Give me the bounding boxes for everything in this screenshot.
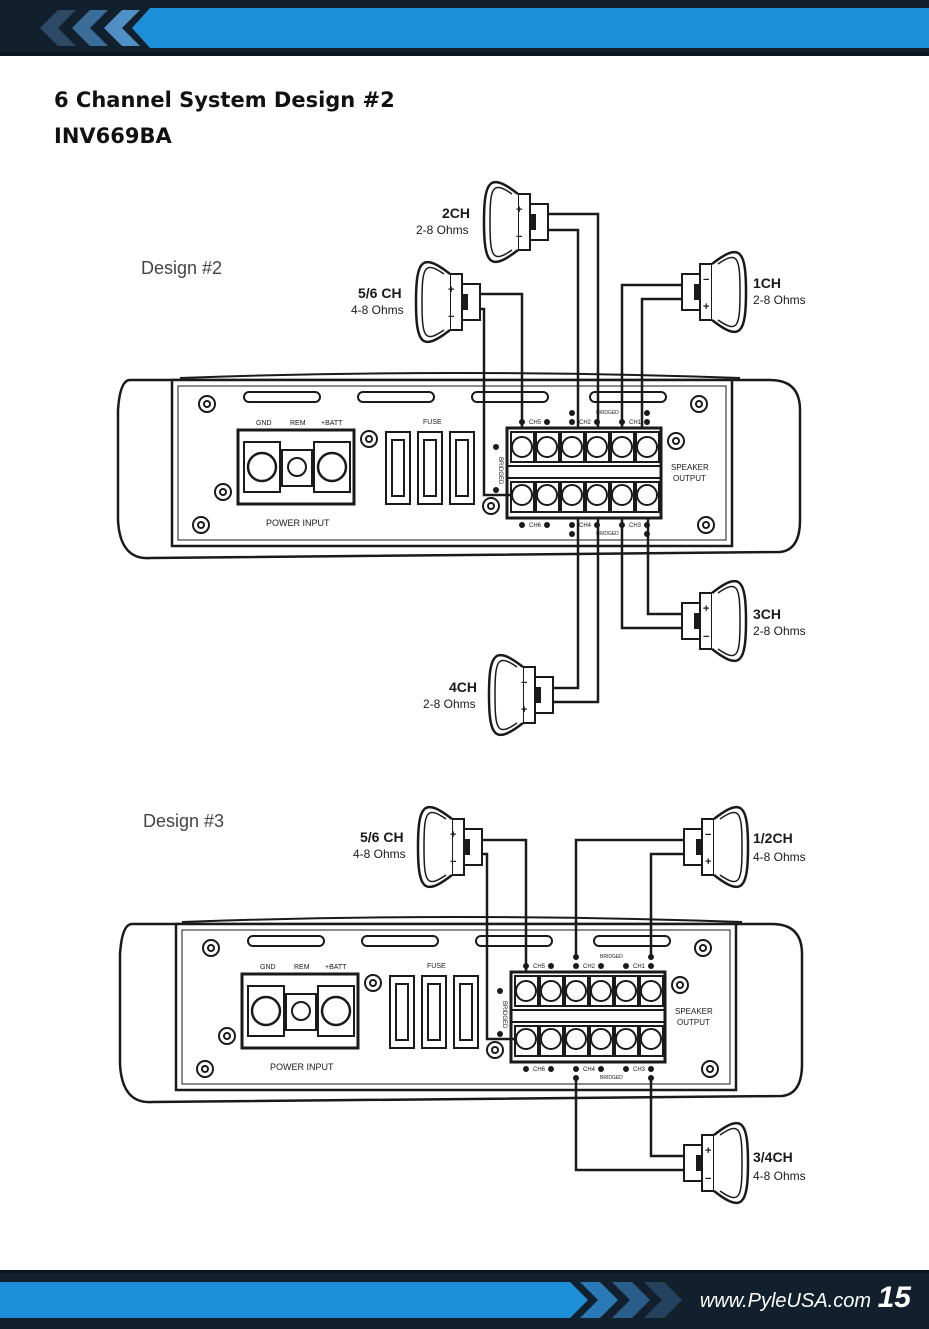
speaker-output-label-2: OUTPUT xyxy=(673,474,706,483)
amplifier: GND REM +BATT POWER INPUT FUSE BRIDGED xyxy=(118,916,804,1104)
plus-icon: + xyxy=(705,1145,711,1157)
ch5-label: CH5 xyxy=(533,964,546,970)
speaker-34ch: + − 3/4CH 4-8 Ohms xyxy=(682,1121,806,1205)
bridged-top-label: BRIDGED xyxy=(596,410,619,416)
page-title: 6 Channel System Design #2 xyxy=(54,88,395,112)
speaker-1ch: − + 1CH 2-8 Ohms xyxy=(680,250,806,334)
minus-icon: − xyxy=(703,631,709,643)
speaker-34ch-ohms: 4-8 Ohms xyxy=(753,1169,806,1183)
amplifier: GND REM +BATT POWER INPUT FUSE BRIDGED xyxy=(116,372,802,560)
speaker-4ch: − + 4CH 2-8 Ohms xyxy=(423,653,555,737)
speaker-56ch-name: 5/6 CH xyxy=(358,285,402,301)
speaker-output-label-2: OUTPUT xyxy=(677,1018,710,1027)
ch2-label: CH2 xyxy=(579,420,592,426)
design-2-diagram: Design #2 GND REM +BATT xyxy=(116,180,806,737)
design-label: Design #3 xyxy=(143,811,224,831)
minus-icon: − xyxy=(703,274,709,286)
speaker-1ch-ohms: 2-8 Ohms xyxy=(753,293,806,307)
speaker-3ch-name: 3CH xyxy=(753,606,781,622)
speaker-56ch: + − 5/6 CH 4-8 Ohms xyxy=(351,260,482,344)
ch3-label: CH3 xyxy=(633,1067,646,1073)
ch1-label: CH1 xyxy=(633,964,646,970)
speaker-3ch-ohms: 2-8 Ohms xyxy=(753,624,806,638)
minus-icon: − xyxy=(450,856,456,868)
design-label: Design #2 xyxy=(141,258,222,278)
minus-icon: − xyxy=(448,311,454,323)
speaker-34ch-name: 3/4CH xyxy=(753,1149,793,1165)
speaker-3ch: + − 3CH 2-8 Ohms xyxy=(680,579,806,663)
minus-icon: − xyxy=(521,677,527,689)
speaker-12ch-ohms: 4-8 Ohms xyxy=(753,850,806,864)
speaker-56ch-ohms: 4-8 Ohms xyxy=(351,303,404,317)
fuse-label: FUSE xyxy=(423,419,442,426)
plus-icon: + xyxy=(521,704,527,716)
batt-label: +BATT xyxy=(321,420,343,427)
plus-icon: + xyxy=(450,829,456,841)
batt-label: +BATT xyxy=(325,964,347,971)
plus-icon: + xyxy=(448,284,454,296)
power-input-label: POWER INPUT xyxy=(266,518,330,528)
speaker-2ch: + − 2CH 2-8 Ohms xyxy=(416,180,550,264)
bridged-side-label: BRIDGED xyxy=(497,457,503,485)
ch6-label: CH6 xyxy=(533,1067,546,1073)
bridged-bottom-label: BRIDGED xyxy=(596,531,619,537)
speaker-2ch-name: 2CH xyxy=(442,205,470,221)
ch1-label: CH1 xyxy=(629,420,642,426)
footer-band xyxy=(0,1270,929,1329)
minus-icon: − xyxy=(705,1173,711,1185)
bridged-side-label: BRIDGED xyxy=(501,1001,507,1029)
bridged-top-label: BRIDGED xyxy=(600,954,623,960)
speaker-12ch-name: 1/2CH xyxy=(753,830,793,846)
ch5-label: CH5 xyxy=(529,420,542,426)
header-band xyxy=(0,0,929,56)
gnd-label: GND xyxy=(256,420,272,427)
minus-icon: − xyxy=(705,829,711,841)
ch2-label: CH2 xyxy=(583,964,596,970)
speaker-output-label-1: SPEAKER xyxy=(671,463,709,472)
power-input-label: POWER INPUT xyxy=(270,1062,334,1072)
page-number: 15 xyxy=(877,1281,911,1314)
speaker-4ch-ohms: 2-8 Ohms xyxy=(423,697,476,711)
design-3-diagram: Design #3 GND REM +BATT POWER INPUT xyxy=(118,805,806,1205)
model-number: INV669BA xyxy=(54,124,172,148)
plus-icon: + xyxy=(703,301,709,313)
speaker-1ch-name: 1CH xyxy=(753,275,781,291)
speaker-4ch-name: 4CH xyxy=(449,679,477,695)
minus-icon: − xyxy=(516,231,522,243)
plus-icon: + xyxy=(516,204,522,216)
gnd-label: GND xyxy=(260,964,276,971)
rem-label: REM xyxy=(290,420,306,427)
speaker-56ch-ohms: 4-8 Ohms xyxy=(353,847,406,861)
speaker-2ch-ohms: 2-8 Ohms xyxy=(416,223,469,237)
ch6-label: CH6 xyxy=(529,523,542,529)
ch4-label: CH4 xyxy=(583,1067,596,1073)
plus-icon: + xyxy=(705,856,711,868)
footer-url[interactable]: www.PyleUSA.com xyxy=(699,1290,871,1312)
speaker-56ch-name: 5/6 CH xyxy=(360,829,404,845)
rem-label: REM xyxy=(294,964,310,971)
fuse-label: FUSE xyxy=(427,963,446,970)
ch3-label: CH3 xyxy=(629,523,642,529)
bridged-bottom-label: BRIDGED xyxy=(600,1075,623,1081)
speaker-56ch: + − 5/6 CH 4-8 Ohms xyxy=(353,805,484,889)
ch4-label: CH4 xyxy=(579,523,592,529)
speaker-12ch: − + 1/2CH 4-8 Ohms xyxy=(682,805,806,889)
plus-icon: + xyxy=(703,603,709,615)
speaker-output-label-1: SPEAKER xyxy=(675,1007,713,1016)
